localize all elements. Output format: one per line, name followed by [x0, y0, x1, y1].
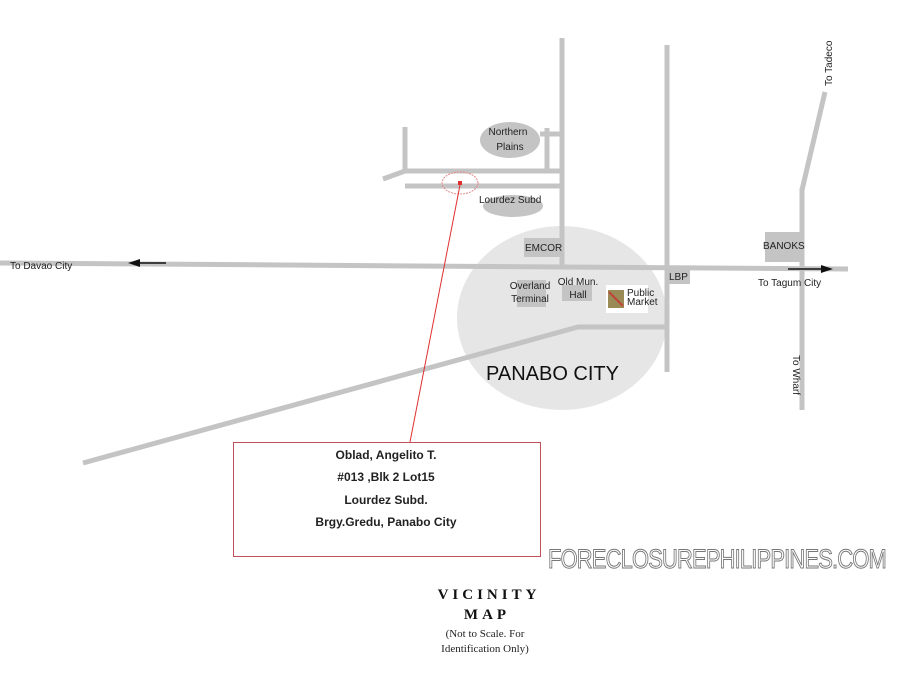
lbp-label: LBP — [669, 272, 688, 283]
to-tadeco-label: To Tadeco — [824, 40, 835, 86]
roads — [0, 38, 849, 466]
city-label: PANABO CITY — [486, 363, 619, 385]
lbp-box — [668, 268, 690, 284]
address-lot: #013 ,Blk 2 Lot15 — [337, 470, 435, 484]
property-marker-icon — [458, 181, 462, 185]
lourdez-shape — [483, 195, 543, 217]
old-mun-hall-label-1: Old Mun. — [558, 277, 599, 288]
caption-note-2: Identification Only) — [441, 643, 529, 655]
leader-line — [409, 184, 461, 443]
overland-label-2: Terminal — [511, 294, 549, 305]
northern-plains-label-1: Northern — [489, 127, 528, 138]
overland-label-1: Overland — [510, 281, 551, 292]
address-box — [233, 442, 541, 557]
public-market-label-2: Market — [627, 297, 658, 308]
to-wharf-label: To Wharf — [790, 355, 801, 395]
arrow-right-icon — [788, 265, 833, 273]
road-tadeco — [799, 91, 828, 191]
banoks-box — [765, 232, 802, 262]
old-mun-hall-label-2: Hall — [569, 290, 586, 301]
watermark: FORECLOSUREPHILIPPINES.COM — [548, 544, 886, 574]
arrow-left-icon — [128, 259, 166, 267]
owner-name: Oblad, Angelito T. — [336, 448, 437, 462]
northern-plains-shape — [480, 122, 540, 158]
road-local-d — [382, 168, 406, 182]
old-mun-hall-box — [562, 285, 592, 301]
address-subd: Lourdez Subd. — [344, 493, 427, 507]
emcor-box — [524, 238, 560, 257]
public-market-label-1: Public — [627, 288, 654, 299]
banoks-label: BANOKS — [763, 241, 805, 252]
emcor-label: EMCOR — [525, 243, 562, 254]
highway — [0, 260, 849, 272]
caption-title-1: VICINITY — [438, 587, 541, 603]
to-davao-label: To Davao City — [10, 261, 72, 272]
road-diagonal — [82, 324, 667, 466]
address-brgy: Brgy.Gredu, Panabo City — [315, 515, 456, 529]
caption-title-2: MAP — [464, 607, 510, 623]
lourdez-label: Lourdez Subd — [479, 195, 541, 206]
northern-plains-label-2: Plains — [496, 142, 523, 153]
to-tagum-label: To Tagum City — [758, 278, 821, 289]
city-area — [457, 226, 667, 410]
caption-note-1: (Not to Scale. For — [446, 628, 525, 640]
property-highlight — [441, 171, 479, 195]
overland-box — [517, 280, 546, 307]
